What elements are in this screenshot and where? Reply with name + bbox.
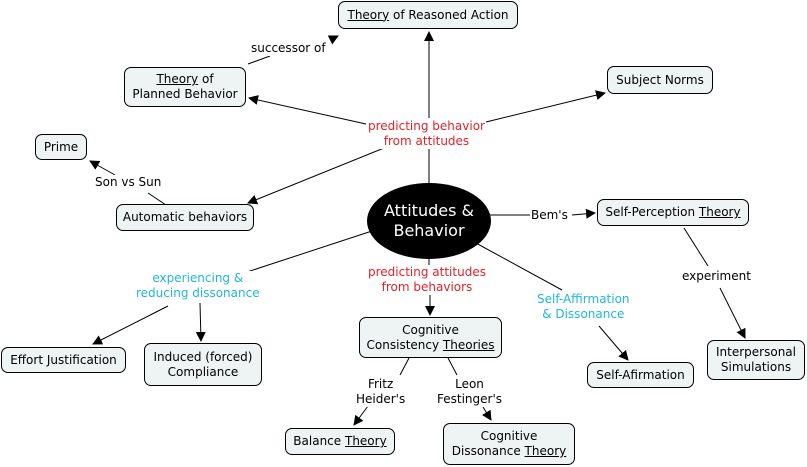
node-text: Self-Perception	[605, 205, 699, 219]
link-text: from attitudes	[383, 134, 470, 148]
edge	[485, 90, 606, 123]
theory-link[interactable]: Theory	[156, 72, 199, 86]
node-text: Automatic behaviors	[122, 210, 248, 224]
link-text: predicting behavior	[368, 119, 485, 133]
link-text: & Dissonance	[542, 307, 625, 321]
node-prime[interactable]: Prime	[35, 134, 87, 160]
node-cognitive-dissonance-theory[interactable]: Cognitive Dissonance Theory	[443, 423, 575, 465]
link-predicting-attitudes: predicting attitudes from behaviors	[368, 265, 486, 295]
node-text: Cognitive	[402, 322, 459, 337]
node-subject-norms[interactable]: Subject Norms	[607, 66, 713, 94]
central-concept-line2: Behavior	[393, 221, 465, 240]
edge	[195, 302, 206, 342]
link-self-affirmation-dissonance: Self-Affirmation & Dissonance	[537, 292, 630, 322]
edge	[247, 147, 385, 205]
node-theory-of-reasoned-action[interactable]: Theory of Reasoned Action	[338, 1, 518, 29]
theories-link[interactable]: Theories	[442, 337, 495, 352]
edge	[147, 192, 167, 206]
link-fritz-heiders: Fritz Heider's	[356, 377, 406, 407]
edge	[247, 55, 271, 65]
node-text: Dissonance	[451, 444, 525, 458]
node-text: Simulations	[720, 360, 792, 374]
node-text: Cognitive	[480, 429, 538, 443]
edge	[482, 406, 492, 421]
link-text: Festinger's	[437, 392, 503, 406]
node-balance-theory[interactable]: Balance Theory	[285, 428, 395, 455]
central-concept-node[interactable]: Attitudes & Behavior	[367, 183, 491, 259]
node-text: Balance	[293, 434, 345, 448]
node-text: Planned Behavior	[132, 87, 238, 101]
edge	[598, 325, 629, 361]
link-experiencing-reducing-dissonance: experiencing & reducing dissonance	[136, 271, 260, 301]
edge	[246, 230, 373, 273]
node-text: Self-Afirmation	[596, 367, 685, 382]
theory-link[interactable]: Theory	[698, 205, 741, 219]
edge	[399, 357, 410, 376]
link-text: from behaviors	[381, 280, 473, 294]
link-text: successor of	[251, 41, 326, 55]
link-experiment: experiment	[682, 269, 751, 284]
central-concept-line1: Attitudes &	[384, 201, 474, 220]
theory-link[interactable]: Theory	[524, 444, 567, 458]
node-text: Subject Norms	[616, 72, 704, 87]
link-son-vs-sun: Son vs Sun	[95, 175, 162, 190]
node-text: Consistency	[366, 337, 443, 352]
node-interpersonal-simulations[interactable]: Interpersonal Simulations	[707, 340, 805, 380]
node-text: of Reasoned Action	[389, 7, 509, 22]
theory-link[interactable]: Theory	[344, 434, 387, 448]
link-text: experiencing &	[152, 271, 244, 285]
link-text: experiment	[682, 269, 751, 283]
node-text: of	[198, 72, 214, 86]
edge	[248, 95, 367, 125]
edge	[473, 241, 563, 291]
link-text: Bem's	[531, 208, 568, 222]
link-leon-festingers: Leon Festinger's	[437, 377, 503, 407]
node-induced-compliance[interactable]: Induced (forced) Compliance	[144, 343, 262, 386]
node-text: Compliance	[167, 364, 239, 379]
edge	[353, 405, 369, 426]
node-text: Interpersonal	[716, 345, 796, 359]
edge	[447, 357, 458, 376]
link-text: Heider's	[356, 392, 406, 406]
theory-link[interactable]: Theory	[347, 7, 390, 22]
node-text: Induced (forced)	[153, 349, 253, 364]
link-text: Fritz	[367, 377, 394, 391]
edge	[683, 227, 709, 267]
link-predicting-behavior: predicting behavior from attitudes	[368, 119, 485, 149]
edge	[89, 160, 116, 176]
node-self-afirmation[interactable]: Self-Afirmation	[587, 362, 694, 388]
link-text: Self-Affirmation	[537, 292, 630, 306]
node-self-perception-theory[interactable]: Self-Perception Theory	[597, 199, 749, 226]
edge	[571, 208, 596, 219]
edge	[327, 35, 339, 45]
link-text: predicting attitudes	[368, 265, 486, 279]
node-automatic-behaviors[interactable]: Automatic behaviors	[116, 204, 254, 231]
link-text: Son vs Sun	[95, 175, 162, 189]
link-bems: Bem's	[531, 208, 568, 223]
edge	[719, 287, 746, 339]
link-successor-of: successor of	[251, 41, 326, 56]
node-theory-of-planned-behavior[interactable]: Theory of Planned Behavior	[124, 67, 246, 107]
node-cognitive-consistency-theories[interactable]: Cognitive Consistency Theories	[359, 317, 502, 358]
node-text: Prime	[43, 139, 79, 154]
node-effort-justification[interactable]: Effort Justification	[1, 347, 126, 373]
node-text: Effort Justification	[10, 352, 117, 367]
edge	[92, 305, 169, 345]
link-text: Leon	[455, 377, 484, 391]
link-text: reducing dissonance	[136, 286, 260, 300]
